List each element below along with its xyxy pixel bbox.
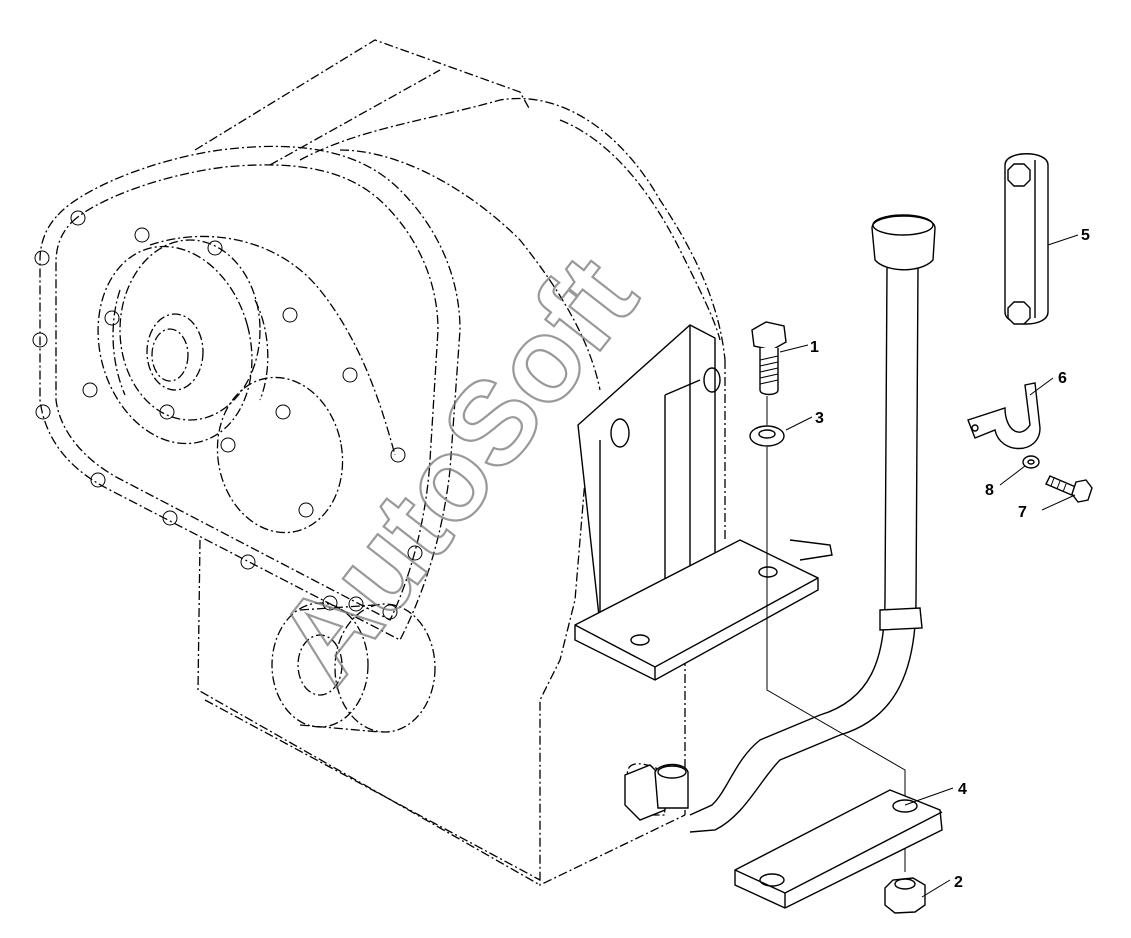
part-5-strap bbox=[1004, 153, 1049, 325]
oil-pipe bbox=[624, 214, 936, 833]
callout-4: 4 bbox=[958, 781, 967, 798]
part-4-plate bbox=[734, 789, 943, 909]
part-7-screw bbox=[1045, 475, 1093, 503]
part-6-clamp bbox=[967, 382, 1041, 450]
part-1-bolt bbox=[751, 321, 787, 396]
callout-3: 3 bbox=[815, 410, 824, 427]
gearbox-housing bbox=[39, 39, 726, 887]
part-8-washer bbox=[1022, 455, 1040, 469]
callout-7: 7 bbox=[1018, 504, 1027, 521]
callout-1: 1 bbox=[810, 339, 819, 356]
callout-6: 6 bbox=[1058, 370, 1067, 387]
leader-lines bbox=[779, 234, 1079, 898]
cover-bolts bbox=[32, 210, 423, 620]
callout-8: 8 bbox=[985, 482, 994, 499]
callout-5: 5 bbox=[1081, 227, 1090, 244]
callout-labels: 1 2 3 4 5 6 7 8 bbox=[810, 227, 1090, 891]
part-2-nut bbox=[884, 877, 926, 914]
mounting-bracket bbox=[574, 324, 833, 681]
part-3-washer bbox=[749, 425, 785, 447]
callout-2: 2 bbox=[954, 874, 963, 891]
